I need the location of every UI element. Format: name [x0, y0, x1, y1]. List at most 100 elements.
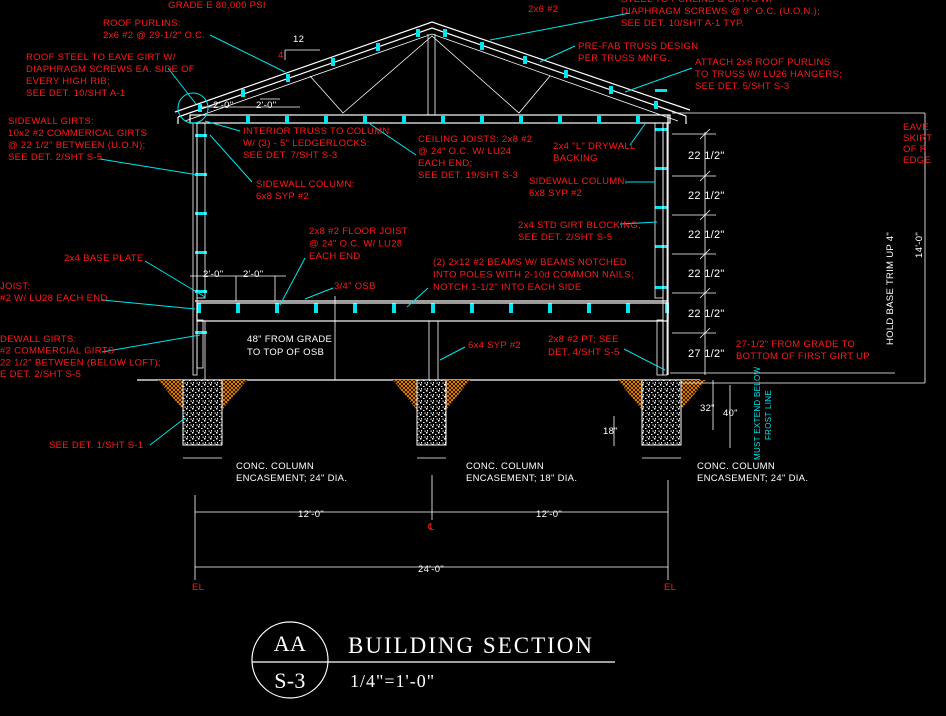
annotation-notes-osb-0: 3/4" OSB: [334, 281, 376, 292]
annotation-notes-from-grade-osb-0: 48" FROM GRADE: [247, 334, 332, 345]
purlin-clip: [480, 42, 484, 50]
annotation-notes-ridge-purlins-1: 2x6 #2: [528, 4, 558, 15]
girt: [195, 173, 207, 176]
annotation-notes-base-plate-0: 2x4 BASE PLATE: [64, 253, 144, 264]
floor-joist-hanger: [353, 303, 357, 313]
girt: [195, 290, 207, 293]
drawing-scale: 1/4"=1'-0": [350, 671, 435, 691]
girt: [655, 206, 667, 209]
annotation-dimensions-floor-spacing-0: 2'-0": [203, 269, 223, 280]
girt: [655, 167, 667, 170]
annotation-notes-sidewall-column-right-1: 6x8 SYP #2: [529, 188, 582, 199]
annotation-notes-sidewall-girts-upper-1: 10x2 #2 COMMERICAL GIRTS: [8, 128, 147, 139]
annotation-notes-ceiling-joists-2: EACH END;: [418, 158, 472, 169]
annotation-notes-steel-screws-2: SEE DET. 10/SHT A-1 TYP.: [621, 18, 744, 29]
section-id: AA: [274, 631, 306, 656]
annotation-notes-ceiling-joists-0: CEILING JOISTS: 2x8 #2: [418, 134, 532, 145]
annotation-notes-pt-plate-1: DET. 4/SHT S-5: [548, 347, 620, 358]
joist-hanger: [558, 115, 562, 123]
annotation-notes-attach-purlins-1: TO TRUSS W/ LU26 HANGERS;: [695, 69, 842, 80]
annotation-dimensions-girt-spacings-5: 27 1/2": [688, 348, 725, 360]
purlin-clip: [654, 101, 658, 109]
annotation-notes-first-girt-1: BOTTOM OF FIRST GIRT UP: [736, 351, 870, 362]
annotation-notes-steel-screws-0: STEEL TO PURLINS & GIRTS W/: [621, 0, 773, 5]
joist-hanger: [597, 115, 601, 123]
annotation-notes-interior-truss-2: SEE DET. 7/SHT S-3: [243, 150, 337, 161]
annotation-notes-frost-0: MUST EXTEND BELOW: [753, 366, 762, 460]
girt: [195, 134, 207, 137]
annotation-dimensions-girt-spacings-2: 22 1/2": [688, 229, 725, 241]
floor-joist-hanger: [587, 303, 591, 313]
floor-joist-hanger: [548, 303, 552, 313]
annotation-notes-interior-truss-0: INTERIOR TRUSS TO COLUMN: [243, 126, 390, 137]
annotation-notes-sidewall-girts-lower-3: E DET. 2/SHT S-5: [0, 369, 81, 380]
annotation-dimensions-girt-spacings-1: 22 1/2": [688, 190, 725, 202]
annotation-dimensions-footing-18: 18": [603, 426, 618, 437]
joist-hanger: [519, 115, 523, 123]
annotation-notes-sidewall-girts-upper-3: SEE DET. 2/SHT S-5: [8, 152, 102, 163]
floor-joist-hanger: [314, 303, 318, 313]
annotation-dimensions-floor-spacing-1: 2'-0": [243, 269, 263, 280]
annotation-dimensions-slope-run: 12: [293, 34, 304, 45]
annotation-notes-roof-steel-2: EVERY HIGH RIB;: [26, 76, 110, 87]
annotation-notes-roof-steel-1: DIAPHRAGM SCREWS EA. SIDE OF: [26, 64, 195, 75]
purlin-and-joist-clips: [195, 29, 669, 334]
annotation-notes-beams-1: INTO POLES WITH 2-10d COMMON NAILS;: [433, 270, 634, 281]
annotation-notes-steel-screws-1: DIAPHRAGM SCREWS @ 9" O.C. (U.O.N.);: [621, 6, 820, 17]
annotation-dimensions-depth-40: 40": [723, 408, 738, 419]
dim-tick: [699, 170, 711, 182]
annotation-dimensions-wall-height: 14'-0": [914, 232, 925, 258]
floor-joist-hanger: [236, 303, 240, 313]
annotation-notes-ceiling-joists-3: SEE DET. 19/SHT S-3: [418, 170, 518, 181]
girt: [655, 286, 667, 289]
annotation-dimensions-roof-spacing-0: 2'-0": [213, 100, 233, 111]
annotation-notes-sidewall-girts-upper-2: @ 22 1/2" BETWEEN (U.O.N);: [8, 140, 145, 151]
dim-tick: [699, 327, 711, 339]
annotation-notes-joist-left-0: JOIST:: [0, 281, 30, 292]
girt: [195, 251, 207, 254]
dim-tick: [699, 287, 711, 299]
joist-hanger: [441, 115, 445, 123]
annotation-notes-grade-0: GRADE E 80,000 PSI: [168, 0, 266, 11]
annotation-notes-footing-detail-0: SEE DET. 1/SHT S-1: [49, 440, 143, 451]
annotation-dimensions-centerline: ℄: [427, 522, 435, 533]
annotation-notes-sidewall-column-left-0: SIDEWALL COLUMN:: [256, 179, 355, 190]
leader-lines: [99, 12, 693, 446]
annotation-notes-encasement-right-1: ENCASEMENT; 24" DIA.: [697, 473, 808, 484]
girt: [655, 245, 667, 248]
girt-dimension-ticks: [672, 128, 716, 339]
annotation-notes-sidewall-column-right-0: SIDEWALL COLUMN:: [529, 176, 628, 187]
annotation-notes-beams-0: (2) 2x12 #2 BEAMS W/ BEAMS NOTCHED: [433, 257, 627, 268]
drawing-title: BUILDING SECTION: [348, 633, 594, 658]
annotation-notes-pt-plate-0: 2x8 #2 PT; SEE: [548, 334, 619, 345]
annotation-notes-attach-purlins-2: SEE DET. 5/SHT S-3: [695, 81, 789, 92]
purlin-clip: [523, 56, 527, 64]
annotation-dimensions-half-right: 12'-0": [536, 509, 562, 520]
floor-joist-hanger: [431, 303, 435, 313]
annotation-notes-eave-skirt-1: SKIRT: [903, 133, 932, 144]
annotation-notes-eave-skirt-3: EDGE: [903, 155, 931, 166]
annotation-notes-joist-left-1: #2 W/ LU28 EACH END: [0, 293, 108, 304]
annotation-dimensions-el-right: EL: [664, 582, 676, 593]
annotation-notes-girt-blocking-1: SEE DET. 2/SHT S-5: [518, 232, 612, 243]
annotation-notes-interior-truss-1: W/ (3) - 5" LEDGERLOCKS:: [243, 138, 370, 149]
dim-tick: [699, 209, 711, 221]
joist-hanger: [246, 115, 250, 123]
purlin-clip: [198, 104, 202, 112]
annotation-notes-roof-purlins-1: 2x6 #2 @ 29-1/2" O.C.: [103, 30, 205, 41]
purlin-clip: [286, 74, 290, 82]
purlin-clip: [241, 89, 245, 97]
annotation-dimensions-girt-spacings-4: 22 1/2": [688, 308, 725, 320]
annotation-notes-sidewall-girts-lower-0: DEWALL GIRTS:: [0, 334, 76, 345]
annotation-notes-floor-joist-0: 2x8 #2 FLOOR JOIST: [309, 226, 408, 237]
purlin-clip: [416, 29, 420, 37]
annotation-dimensions-roof-spacing-1: 2'-0": [256, 100, 276, 111]
annotation-notes-sidewall-girts-lower-2: 22 1/2" BETWEEN (BELOW LOFT);: [0, 357, 161, 368]
annotation-notes-prefab-truss-0: PRE-FAB TRUSS DESIGN: [578, 41, 698, 52]
purlin-clip: [609, 86, 613, 94]
annotation-notes-drywall-backing-1: BACKING: [553, 153, 598, 164]
annotation-notes-attach-purlins-0: ATTACH 2x6 ROOF PURLINS: [695, 57, 830, 68]
purlin-clip: [443, 29, 447, 37]
annotation-notes-roof-purlins-0: ROOF PURLINS:: [103, 18, 181, 29]
annotation-notes-ceiling-joists-1: @ 24" O.C. W/ LU24: [418, 146, 511, 157]
